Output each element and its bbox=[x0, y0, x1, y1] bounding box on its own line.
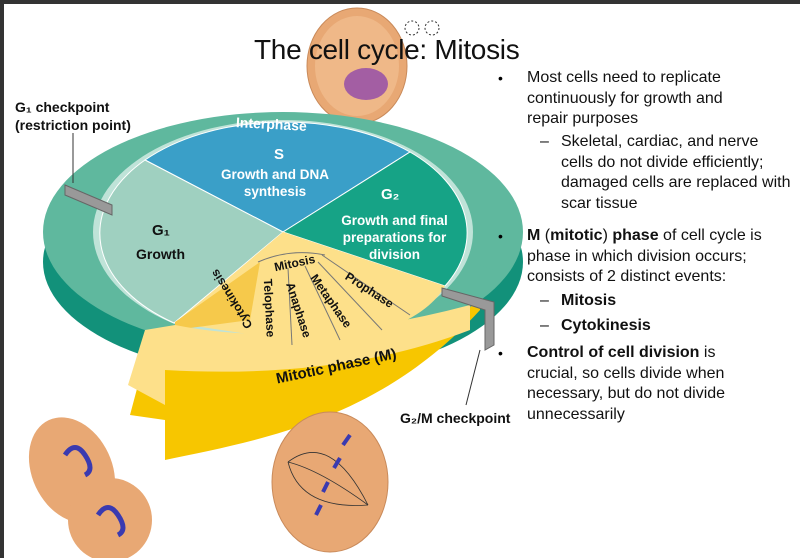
bullet-3-rest: is crucial, so cells divide when necessa… bbox=[527, 344, 726, 423]
bullet-2-bold-mitotic: mitotic bbox=[550, 227, 603, 244]
bullet-marker: • bbox=[498, 345, 503, 361]
sub-bullet-cytokinesis: Cytokinesis bbox=[561, 317, 651, 334]
restriction-point-label: (restriction point) bbox=[15, 117, 131, 133]
mitosis-dividers bbox=[257, 252, 411, 346]
s-phase-desc: Growth and DNA synthesis bbox=[221, 167, 329, 199]
bullet-3: Control of cell division is crucial, so … bbox=[527, 343, 757, 425]
sector-g1 bbox=[99, 159, 284, 324]
cell-illustration-telophase bbox=[28, 417, 152, 558]
cell-illustration-metaphase bbox=[271, 411, 389, 553]
bullet-marker: • bbox=[498, 228, 503, 244]
bullet-2-paren-close: ) bbox=[602, 227, 613, 244]
sector-s bbox=[144, 121, 411, 233]
sub-bullet-marker: – bbox=[540, 317, 549, 334]
g1-phase-desc: Growth bbox=[136, 246, 185, 262]
bullet-marker: • bbox=[498, 70, 503, 86]
bullet-1: Most cells need to replicate continuousl… bbox=[527, 69, 723, 127]
sub-bullet-marker: – bbox=[540, 292, 549, 309]
bullet-2-bold-phase: phase bbox=[612, 227, 659, 244]
mitotic-arrow bbox=[128, 305, 470, 405]
bullet-2-paren: ( bbox=[540, 227, 551, 244]
g1-phase-title: G₁ bbox=[152, 222, 170, 239]
cell-illustration-top bbox=[306, 7, 440, 125]
g2-phase-desc: Growth and final preparations for divisi… bbox=[341, 213, 448, 262]
g2-phase-title: G₂ bbox=[381, 186, 400, 203]
slide-title: The cell cycle: Mitosis bbox=[254, 34, 520, 65]
bullet-3-bold: Control of cell division bbox=[527, 344, 700, 361]
sub-bullet-mitosis: Mitosis bbox=[561, 292, 617, 309]
telophase-label: Telophase bbox=[260, 278, 278, 338]
sub-bullet-marker: – bbox=[540, 133, 549, 150]
g2m-checkpoint-label: G₂/M checkpoint bbox=[400, 410, 511, 426]
sector-cytokinesis bbox=[175, 262, 260, 330]
s-phase-title: S bbox=[274, 146, 285, 163]
g2m-checkpoint-bar bbox=[441, 287, 495, 351]
bullet-2-rest: of cell cycle is phase in which division… bbox=[527, 227, 762, 285]
g2m-checkpoint-leader bbox=[465, 349, 481, 406]
bullet-2-bold-m: M bbox=[527, 227, 541, 244]
g1-checkpoint-label: G₁ checkpoint bbox=[15, 99, 110, 115]
sector-g2 bbox=[281, 151, 468, 287]
bullet-2: M (mitotic) phase of cell cycle is phase… bbox=[527, 226, 792, 288]
g1-checkpoint-bar bbox=[64, 184, 113, 216]
sub-bullet-nerve-cells: Skeletal, cardiac, and nerve cells do no… bbox=[561, 133, 791, 212]
